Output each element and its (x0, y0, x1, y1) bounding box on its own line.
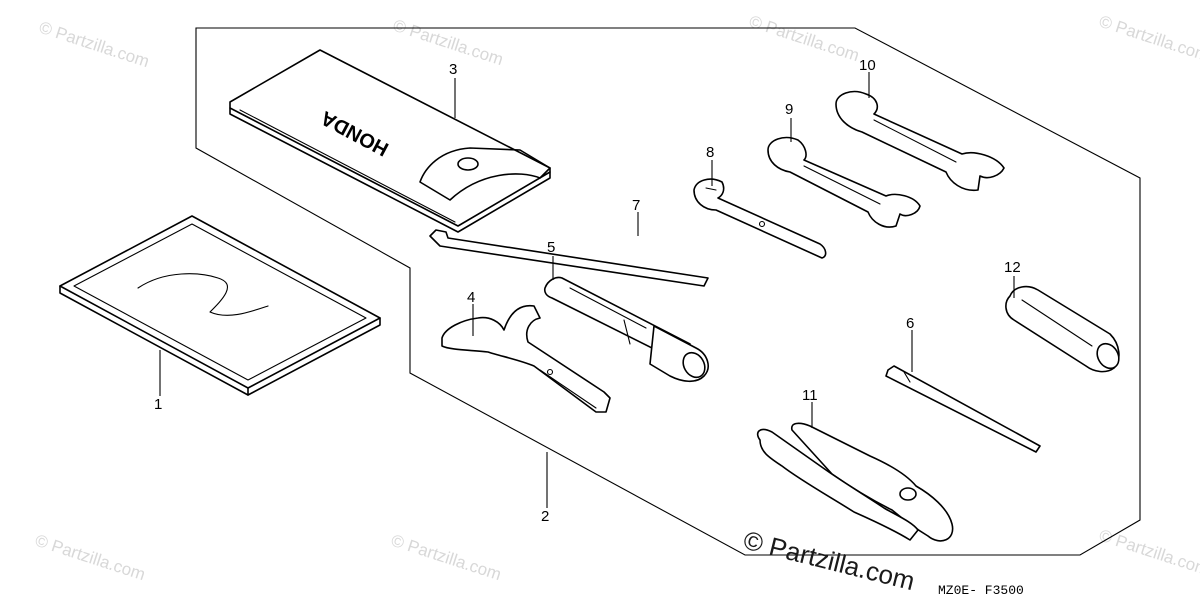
watermark-faint: © Partzilla.com (1097, 12, 1200, 65)
callout-11: 11 (802, 387, 818, 404)
callout-12: 12 (1004, 259, 1021, 276)
part-10-wrench (835, 90, 1005, 192)
drawing-code: MZ0E- F3500 (938, 583, 1024, 598)
part-6-screwdriver (885, 365, 1041, 453)
callout-5: 5 (547, 239, 555, 256)
callout-9: 9 (785, 101, 793, 118)
watermark-faint: © Partzilla.com (1097, 526, 1200, 579)
part-11-pliers (756, 422, 954, 542)
part-9-wrench (767, 136, 921, 228)
watermark-faint: © Partzilla.com (389, 531, 504, 584)
callout-8: 8 (706, 144, 714, 161)
callout-numbers: 1 2 3 4 5 6 7 8 9 10 11 12 (154, 57, 1021, 525)
callout-1: 1 (154, 396, 162, 413)
part-8-wrench (693, 178, 827, 259)
watermark-main: © Partzilla.com (741, 525, 918, 596)
callout-3: 3 (449, 61, 457, 78)
watermark-faint: © Partzilla.com (747, 12, 862, 65)
set-outline (195, 27, 1141, 556)
callout-2: 2 (541, 508, 549, 525)
part-1-manual (59, 215, 381, 396)
part-12-screwdriver-handle (1005, 285, 1120, 373)
callout-6: 6 (906, 315, 914, 332)
part-4-hook-wrench (441, 304, 611, 413)
part-5-plug-wrench (543, 276, 709, 383)
part-7-hex-key (429, 229, 709, 287)
watermark-faint: © Partzilla.com (33, 531, 148, 584)
leader-lines (159, 72, 1015, 508)
part-3-tool-pouch: HONDA (229, 49, 551, 233)
callout-4: 4 (467, 289, 475, 306)
callout-7: 7 (632, 197, 640, 214)
watermark-faint: © Partzilla.com (37, 18, 152, 71)
callout-10: 10 (859, 57, 876, 74)
